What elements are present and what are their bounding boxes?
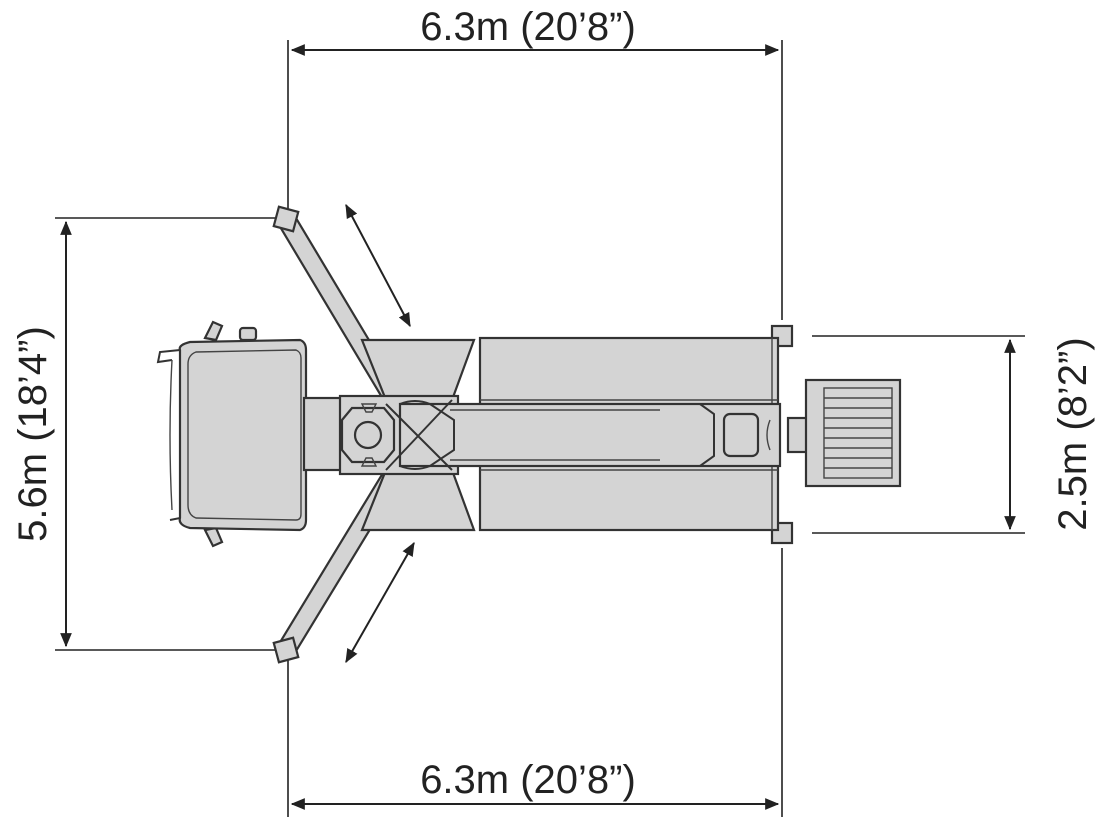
heel-brace-b <box>385 399 453 471</box>
lower-pin <box>360 457 378 467</box>
boom-body <box>398 402 782 468</box>
cab-roof-outline <box>187 349 302 521</box>
boom-tip-curve <box>766 419 771 451</box>
boom <box>385 399 782 471</box>
heel-brace-a <box>385 403 453 471</box>
winch-drum-grooves <box>824 397 892 469</box>
lower-mirror-head <box>203 526 224 548</box>
left-height-dimension: 5.6m (18’4”) <box>11 217 282 651</box>
upper-outrigger-travel-arrow <box>345 203 411 328</box>
left-height-label: 5.6m (18’4”) <box>11 326 55 542</box>
winch-housing <box>804 378 902 488</box>
rear-winch <box>786 378 902 488</box>
right-height-label: 2.5m (8’2”) <box>1051 337 1095 530</box>
cab-body <box>178 338 308 532</box>
bottom-width-dimension: 6.3m (20’8”) <box>287 548 783 817</box>
top-width-label: 6.3m (20’8”) <box>420 5 636 49</box>
boom-heel <box>399 400 455 470</box>
top-width-dimension: 6.3m (20’8”) <box>287 5 783 320</box>
roof-beacon <box>238 326 258 342</box>
upper-left-outrigger-pad <box>272 205 300 233</box>
upper-pin <box>360 403 378 413</box>
upper-mirror-head <box>203 320 224 342</box>
outrigger-extension-arrows <box>345 203 415 664</box>
boom-head-frame <box>660 403 715 467</box>
cab-windshield <box>169 359 173 511</box>
slew-pivot <box>353 420 383 450</box>
bottom-width-label: 6.3m (20’8”) <box>420 758 636 802</box>
cab <box>156 320 308 548</box>
lower-left-outrigger-pad <box>272 636 300 664</box>
right-height-dimension: 2.5m (8’2”) <box>812 335 1095 534</box>
boom-head-sheave <box>722 412 760 458</box>
winch-drum <box>823 387 893 479</box>
lower-outrigger-travel-arrow <box>345 541 415 664</box>
